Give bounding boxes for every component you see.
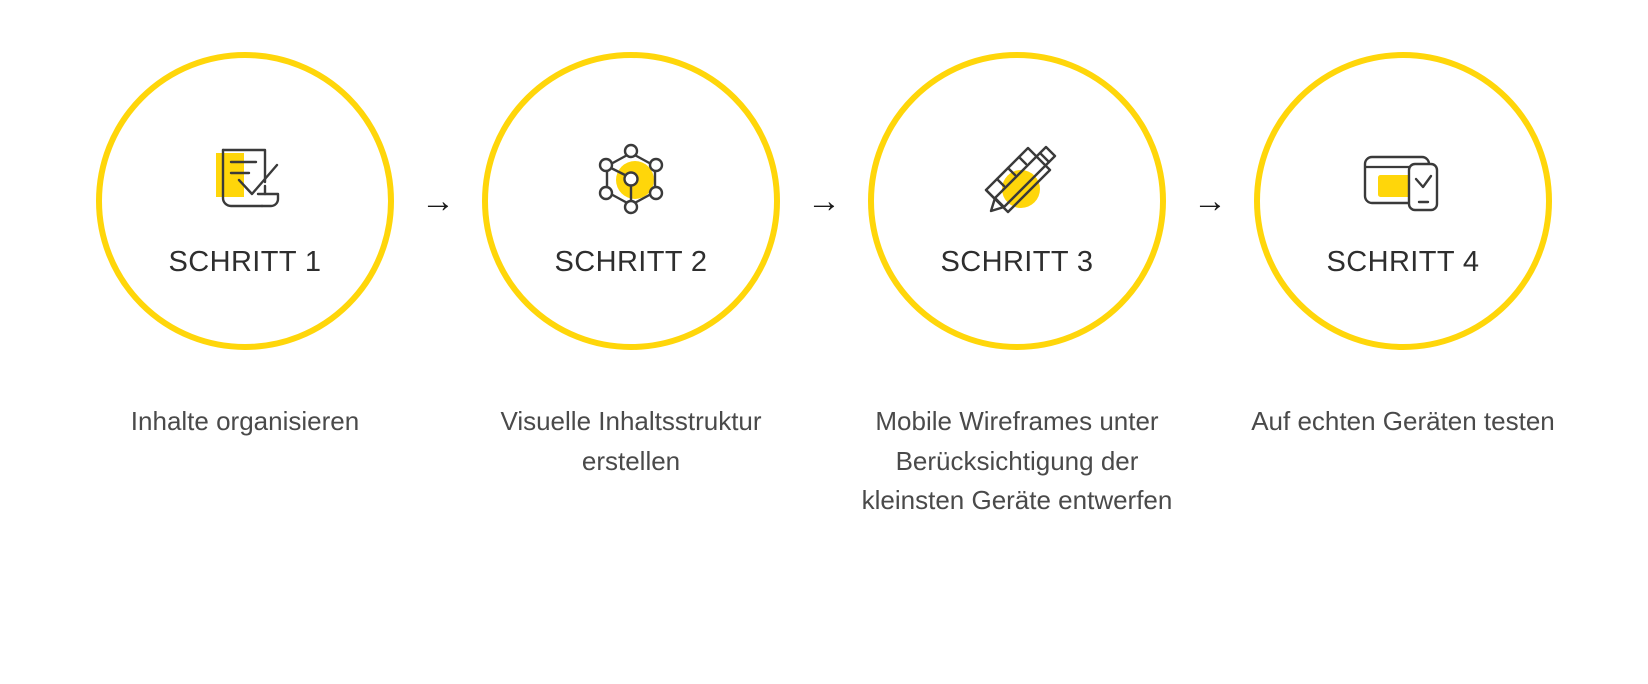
step-circle-3: SCHRITT 3 — [868, 52, 1166, 350]
step-title-4: SCHRITT 4 — [1326, 245, 1480, 278]
step-title-3: SCHRITT 3 — [940, 245, 1094, 278]
step-circle-4: SCHRITT 4 — [1254, 52, 1552, 350]
step-circle-1: SCHRITT 1 — [96, 52, 394, 350]
step-caption-1: Inhalte organisieren — [130, 406, 360, 436]
step-caption-3: Mobile Wireframes unter Berücksichtigung… — [861, 406, 1173, 516]
step-circle-2: SCHRITT 2 — [482, 52, 780, 350]
pencil-ruler-icon — [969, 132, 1065, 228]
process-step-3: SCHRITT 3 Mobile Wireframes unter Berück… — [852, 52, 1182, 521]
step-caption-4: Auf echten Geräten testen — [1251, 406, 1555, 436]
flow-arrow-2: → — [807, 182, 841, 220]
process-step-1: SCHRITT 1 Inhalte organisieren — [80, 52, 410, 442]
step-caption-2: Visuelle Inhaltsstruktur erstellen — [500, 406, 762, 476]
step-title-1: SCHRITT 1 — [168, 245, 322, 278]
flow-arrow-3: → — [1193, 182, 1227, 220]
tablet-phone-check-icon — [1355, 132, 1451, 228]
flow-arrow-1: → — [421, 182, 455, 220]
step-title-2: SCHRITT 2 — [554, 245, 708, 278]
document-checklist-icon — [197, 132, 293, 228]
process-step-2: SCHRITT 2 Visuelle Inhaltsstruktur erste… — [466, 52, 796, 481]
node-network-icon — [583, 132, 679, 228]
process-step-4: SCHRITT 4 Auf echten Geräten testen — [1238, 52, 1568, 442]
